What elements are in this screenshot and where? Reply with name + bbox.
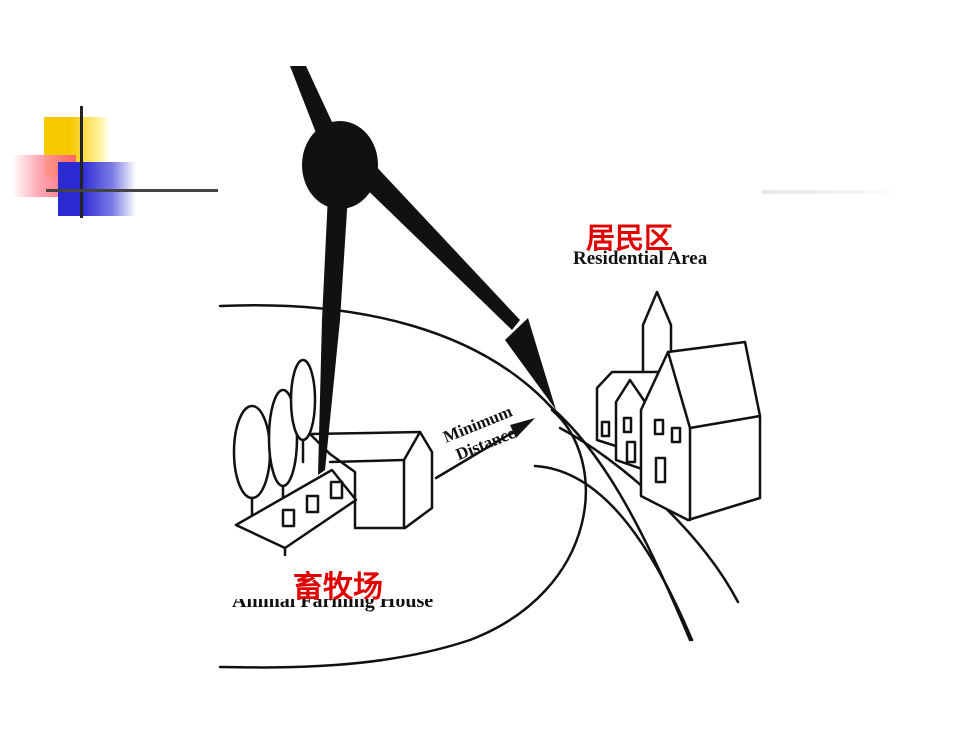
outer-arc-top: [218, 304, 554, 410]
farm-house: [234, 430, 434, 557]
decor-horizontal-line-right: [762, 190, 900, 194]
distance-arrow-head: [510, 418, 535, 438]
farm-label-en: Animal Farming House: [232, 590, 434, 612]
residential-area-label-cn: 居民区: [586, 221, 674, 255]
outer-arc-bottom: [218, 408, 588, 669]
compass-left-leg: [318, 195, 348, 475]
road-line-lower: [533, 464, 694, 642]
compass-hinge: [302, 121, 378, 209]
residential-buildings: [595, 290, 762, 522]
compass-right-tip: [505, 318, 556, 410]
distance-arrow-line: [434, 426, 522, 480]
farm-label-cn: 畜牧场: [293, 570, 383, 605]
decor-horizontal-line: [46, 189, 218, 192]
compass-right-leg: [355, 162, 520, 330]
residential-area-label-en: Residential Area: [573, 248, 708, 269]
compass: [290, 66, 556, 475]
decor-vertical-line: [80, 106, 83, 218]
trees: [232, 358, 317, 522]
